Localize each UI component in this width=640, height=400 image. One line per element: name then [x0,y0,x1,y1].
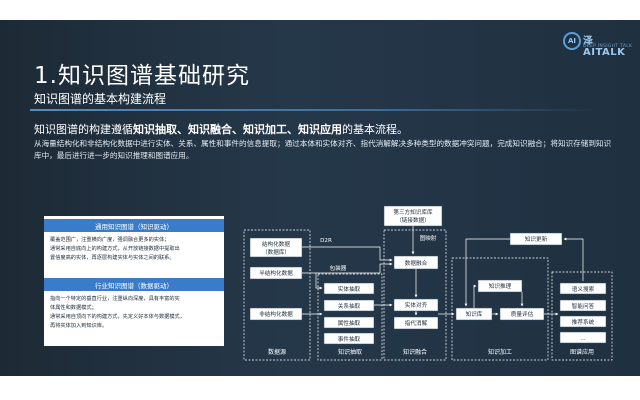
node-app-label: 语义搜索 [572,285,595,293]
node-knowledge-base-label: 知识库 [466,310,483,318]
ai-badge-icon: AI [563,32,581,50]
logo-tagline: DEEP INSIGHT TALK [583,44,633,49]
bottom-margin [0,376,640,400]
node-entity-extraction [323,282,375,295]
logo-name: 泽AITALK [583,36,626,58]
general-kg-line: 置信度高的实体，再逐层构建实体与实体之间的联系。 [50,253,175,261]
edge-apps-to-update [563,237,584,281]
domain-kg-line: 通常采用自顶向下的构建方式，先定义好本体与数据模式， [50,312,185,320]
edge-kb-to-reasoning [473,284,477,308]
stage-frame-source [243,229,311,361]
node-knowledge-reasoning [477,279,523,293]
stage-label-extract: 知识抽取 [338,348,362,356]
node-app-label: 推荐系统 [572,318,595,326]
node-relation-extraction [323,299,375,312]
domain-kg-line: 再将实体加入到知识库。 [50,321,107,329]
node-third-party-kb-label: （链接数据） [396,216,430,224]
node-data-fusion-label: 数据融合 [405,259,428,267]
kg-construction-diagram: 通用知识图谱（知识驱动） 覆盖范围广，注重横向广度，强调融合更多的实体； 通常采… [44,205,613,361]
node-coreference-label: 指代消解 [405,319,428,327]
edge-label-d2r: D2R [320,238,332,244]
node-event-extraction [323,332,375,345]
node-semi-structured-data-label: 半结构化数据 [259,269,293,277]
edge-semi-to-fusion [302,262,393,274]
general-kg-line: 覆盖范围广，注重横向广度，强调融合更多的实体； [50,235,169,243]
kg-type-panel: 通用知识图谱（知识驱动） 覆盖范围广，注重横向广度，强调融合更多的实体； 通常采… [44,216,224,346]
stage-label-apply: 图谱应用 [570,348,594,356]
node-attribute-extraction [323,316,375,329]
node-entity-extraction-label: 实体抽取 [338,285,361,293]
domain-kg-line: 指向一个特定的垂直行业，注重纵向深度，具有丰富的实 [50,294,180,302]
node-relation-extraction-label: 关系抽取 [338,302,361,310]
lead-prefix: 知识图谱的构建遵循 [34,123,133,136]
general-kg-header [44,219,224,232]
stage-label-process: 知识加工 [488,348,512,356]
node-app-qa [559,299,607,312]
domain-kg-line: 体属性和数据模式； [50,303,97,311]
stage-label-source: 数据源 [268,348,286,356]
title-underline [30,109,602,111]
stage-frame-fuse [383,229,447,361]
general-kg-line: 通常采用自底向上的构建方式，从开放链接数据中提取出 [50,244,180,252]
edge-label-wrapper: 包装器 [330,264,347,272]
edge-label-graph-map: 图映射 [420,234,437,242]
edge-update-to-kb [464,238,510,307]
node-structured-data-label: 结构化数据 [262,240,290,248]
node-structured-data [249,237,303,258]
stage-frame-apply [551,271,613,361]
node-app-recommend [559,315,607,328]
edge-semi-to-extraction [315,273,323,290]
node-app-semantic-search [559,282,607,295]
lead-sentence: 知识图谱的构建遵循知识抽取、知识融合、知识加工、知识应用的基本流程。 [34,121,408,137]
stage-label-fuse: 知识融合 [403,348,427,356]
node-third-party-kb-label: 第三方知识库库 [393,208,433,216]
node-unstructured-data-label: 非结构化数据 [259,310,293,318]
lead-highlight: 知识抽取、知识融合、知识加工、知识应用 [133,123,342,136]
node-coreference [393,316,439,330]
edge-structured-to-fusion [302,246,393,262]
node-knowledge-update-label: 知识更新 [525,235,548,243]
domain-kg-header [44,278,224,291]
stage-frame-extract [317,273,383,361]
domain-kg-header-label: 行业知识图谱（数据驱动） [95,281,173,290]
brand-logo: AI 泽AITALK DEEP INSIGHT TALK [563,32,633,58]
lead-suffix: 的基本流程。 [342,123,408,136]
page-title: 1.知识图谱基础研究 [34,63,250,89]
node-structured-data-label: （数据库） [262,248,290,256]
node-event-extraction-label: 事件抽取 [338,335,361,343]
node-knowledge-reasoning-label: 知识推理 [489,282,512,290]
node-app-more [559,331,607,344]
node-app-label: ... [580,336,586,342]
node-app-label: 智能问答 [572,302,595,310]
general-kg-header-label: 通用知识图谱（知识驱动） [95,222,173,231]
node-quality-assessment-label: 质量评估 [511,310,534,318]
description-text: 从海量结构化和非结构化数据中进行实体、关系、属性和事件的信息提取；通过本体和实体… [34,139,612,160]
slide-canvas: AI 泽AITALK DEEP INSIGHT TALK 1.知识图谱基础研究 … [0,20,640,376]
node-attribute-extraction-label: 属性抽取 [338,319,361,327]
node-entity-alignment-label: 实体对齐 [405,301,428,309]
page-subtitle: 知识图谱的基本构建流程 [34,92,167,106]
stage-frame-process [451,257,549,361]
